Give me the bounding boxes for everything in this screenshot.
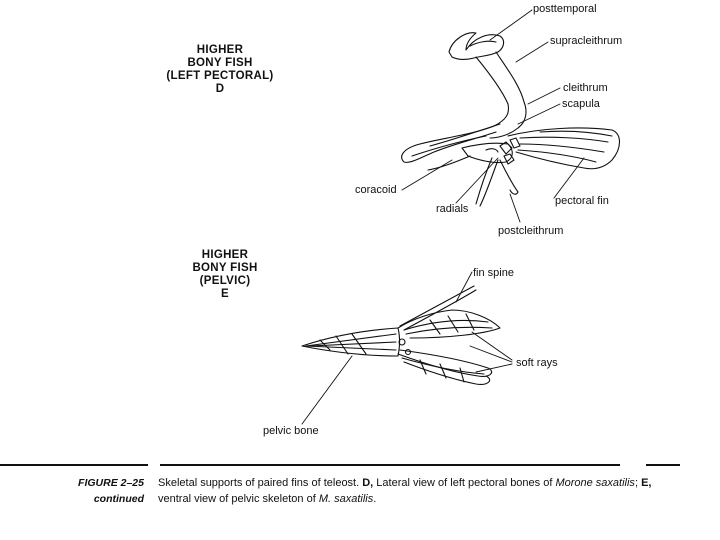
caption-species: Morone saxatilis (555, 477, 634, 489)
continued-label: continued (62, 491, 144, 507)
figure-e-leaders (302, 272, 512, 424)
caption-species: M. saxatilis (319, 493, 373, 505)
label-cleithrum: cleithrum (563, 82, 608, 94)
label-soft-rays: soft rays (516, 357, 558, 369)
caption-rule-middle (160, 464, 620, 466)
label-coracoid: coracoid (355, 184, 397, 196)
label-posttemporal: posttemporal (533, 3, 597, 15)
label-radials: radials (436, 203, 468, 215)
figure-label: FIGURE 2–25 continued (62, 475, 144, 507)
pelvic-skeleton-drawing (302, 286, 500, 384)
label-pectoral-fin: pectoral fin (555, 195, 609, 207)
caption-text: . (373, 493, 376, 505)
caption-text: Lateral view of left pectoral bones of (373, 477, 555, 489)
label-supracleithrum: supracleithrum (550, 35, 622, 47)
caption-e-letter: E, (641, 477, 651, 489)
pectoral-girdle-drawing (402, 33, 620, 206)
figure-number: FIGURE 2–25 (62, 475, 144, 491)
label-scapula: scapula (562, 98, 600, 110)
figure-caption: Skeletal supports of paired fins of tele… (158, 475, 678, 507)
label-postcleithrum: postcleithrum (498, 225, 563, 237)
caption-text: Skeletal supports of paired fins of tele… (158, 477, 362, 489)
caption-rule-left (0, 464, 148, 466)
caption-text: ventral view of pelvic skeleton of (158, 493, 319, 505)
caption-rule-right (646, 464, 680, 466)
caption-d-letter: D, (362, 477, 373, 489)
label-fin-spine: fin spine (473, 267, 514, 279)
label-pelvic-bone: pelvic bone (263, 425, 319, 437)
